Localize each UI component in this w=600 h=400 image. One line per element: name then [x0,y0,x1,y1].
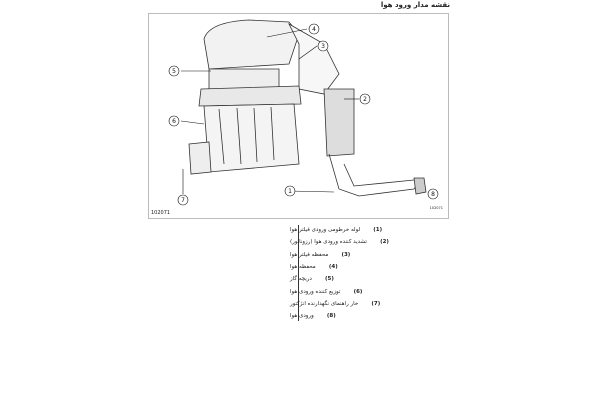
legend-num: (8) [326,313,336,320]
legend-num: (2) [380,239,389,246]
legend-text: ورودی هوا [290,313,314,320]
legend-text: تشدید کننده ورودی هوا (رزوناتور) [290,239,367,246]
legend-text: لوله خرطومی ورودی فیلتر هوا [290,227,361,234]
figure-code: 102071 [151,210,171,216]
legend-num: (1) [373,227,383,234]
legend-item: (6) توزیع کننده ورودی هوا [290,285,450,297]
legend-item: (8) ورودی هوا [290,310,450,322]
legend-num: (7) [371,300,381,307]
legend-item: (5) دریچه گاز [290,273,450,285]
callout-3: 3 [321,43,325,50]
legend-item: (7) خار راهنمای نگهدارنده انژکتور [290,298,450,310]
legend-text: محفظه هوا [290,264,316,271]
legend-text: محفظه فیلتر هوا [290,251,329,258]
callout-6: 6 [172,118,176,125]
legend-item: (1) لوله خرطومی ورودی فیلتر هوا [290,224,450,236]
callout-5: 5 [172,68,176,75]
air-intake-diagram: 1 2 3 4 5 6 7 8 102071 102071 [148,13,449,219]
legend-item: (4) محفظه هوا [290,261,450,273]
legend-num: (5) [324,276,334,283]
legend-num: (4) [328,264,338,271]
legend-num: (6) [353,288,363,295]
divider [298,225,299,321]
figure-code-small: 102071 [429,206,443,210]
legend-text: توزیع کننده ورودی هوا [290,288,341,295]
callout-2: 2 [363,96,367,103]
legend-item: (3) محفظه فیلتر هوا [290,249,450,261]
callout-1: 1 [288,188,292,195]
legend-text: دریچه گاز [290,276,312,283]
callout-8: 8 [431,191,435,198]
callout-4: 4 [312,26,316,33]
callout-7: 7 [181,197,185,204]
legend: (1) لوله خرطومی ورودی فیلتر هوا (2) تشدید … [290,224,450,322]
engine-drawing: 1 2 3 4 5 6 7 8 [168,19,439,206]
legend-text: خار راهنمای نگهدارنده انژکتور [290,300,359,307]
page-title: نقشه مدار ورود هوا [380,1,450,9]
legend-item: (2) تشدید کننده ورودی هوا (رزوناتور) [290,236,450,248]
legend-num: (3) [341,251,351,258]
